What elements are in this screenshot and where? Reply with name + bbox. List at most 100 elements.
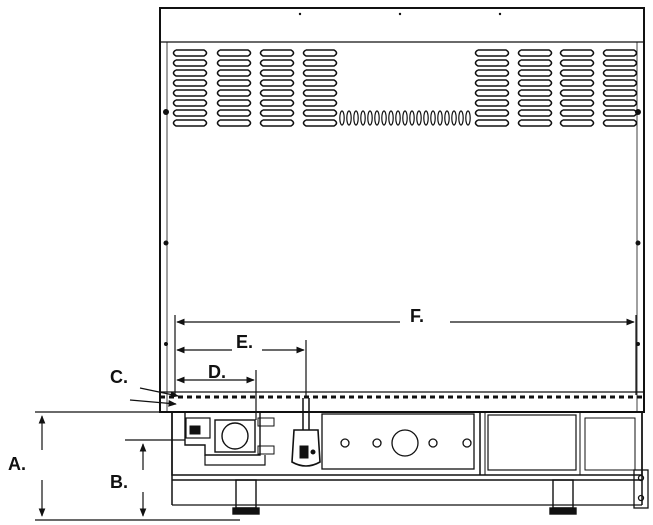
vent-slot bbox=[388, 110, 394, 126]
vent-louver bbox=[259, 119, 295, 127]
vent-louver bbox=[302, 119, 338, 127]
vent-louver bbox=[517, 69, 553, 77]
vent-louver bbox=[216, 89, 252, 97]
vent-slots-center bbox=[339, 110, 471, 126]
vent-louver bbox=[517, 99, 553, 107]
vent-louver bbox=[602, 69, 638, 77]
vent-louver bbox=[172, 59, 208, 67]
vent-slot bbox=[409, 110, 415, 126]
label-b: B. bbox=[110, 472, 128, 492]
vent-louver bbox=[216, 99, 252, 107]
vent-louver bbox=[259, 99, 295, 107]
cabinet-body bbox=[159, 7, 645, 413]
power-cord-plug bbox=[291, 398, 321, 467]
vent-louver bbox=[259, 109, 295, 117]
vent-louver bbox=[602, 79, 638, 87]
vent-louvers-right bbox=[474, 49, 638, 127]
screw-holes bbox=[163, 12, 641, 346]
vent-louver bbox=[474, 59, 510, 67]
vent-louver bbox=[602, 109, 638, 117]
label-f: F. bbox=[410, 306, 424, 326]
vent-slot bbox=[430, 110, 436, 126]
vent-louver bbox=[216, 49, 252, 57]
electrical-connector-panel bbox=[184, 412, 275, 466]
label-a: A. bbox=[8, 454, 26, 474]
vent-louver bbox=[517, 109, 553, 117]
dimension-c bbox=[129, 387, 179, 407]
vent-louver bbox=[559, 119, 595, 127]
vent-louver bbox=[172, 99, 208, 107]
vent-louver bbox=[172, 49, 208, 57]
vent-slot bbox=[437, 110, 443, 126]
base-knockouts bbox=[321, 413, 475, 470]
vent-slot bbox=[374, 110, 380, 126]
vent-louver bbox=[474, 99, 510, 107]
vent-louver bbox=[259, 59, 295, 67]
vent-louver bbox=[559, 79, 595, 87]
vent-louver bbox=[302, 99, 338, 107]
label-e: E. bbox=[236, 332, 253, 352]
vent-slot bbox=[367, 110, 373, 126]
vent-louver bbox=[302, 69, 338, 77]
vent-louver bbox=[216, 69, 252, 77]
vent-louver bbox=[517, 59, 553, 67]
vent-louver bbox=[517, 79, 553, 87]
feet bbox=[232, 479, 577, 515]
vent-louver bbox=[602, 59, 638, 67]
vent-louver bbox=[602, 49, 638, 57]
vent-louver bbox=[172, 109, 208, 117]
vent-louver bbox=[559, 99, 595, 107]
vent-louver bbox=[517, 89, 553, 97]
vent-louver bbox=[602, 89, 638, 97]
vent-slot bbox=[339, 110, 345, 126]
vent-louver bbox=[602, 119, 638, 127]
vent-louver bbox=[302, 59, 338, 67]
vent-louver bbox=[216, 109, 252, 117]
vent-louver bbox=[259, 69, 295, 77]
label-d: D. bbox=[208, 362, 226, 382]
vent-slot bbox=[402, 110, 408, 126]
dimension-f bbox=[174, 315, 637, 395]
vent-louver bbox=[259, 49, 295, 57]
vent-slot bbox=[381, 110, 387, 126]
vent-louver bbox=[474, 79, 510, 87]
side-bracket bbox=[633, 469, 649, 509]
vent-louver bbox=[172, 79, 208, 87]
vent-slot bbox=[451, 110, 457, 126]
vent-slot bbox=[465, 110, 471, 126]
vent-slot bbox=[360, 110, 366, 126]
vent-louver bbox=[172, 69, 208, 77]
dimension-a bbox=[35, 411, 240, 521]
dimension-d bbox=[176, 370, 257, 420]
vent-slot bbox=[346, 110, 352, 126]
vent-louver bbox=[517, 49, 553, 57]
vent-slot bbox=[444, 110, 450, 126]
vent-louvers-left bbox=[172, 49, 338, 127]
vent-louver bbox=[559, 59, 595, 67]
label-c: C. bbox=[110, 367, 128, 387]
vent-louver bbox=[302, 49, 338, 57]
vent-louver bbox=[474, 109, 510, 117]
vent-louver bbox=[559, 109, 595, 117]
vent-louver bbox=[559, 89, 595, 97]
vent-louver bbox=[259, 89, 295, 97]
vent-louver bbox=[302, 109, 338, 117]
vent-slot bbox=[423, 110, 429, 126]
vent-slot bbox=[458, 110, 464, 126]
vent-slot bbox=[416, 110, 422, 126]
vent-louver bbox=[474, 69, 510, 77]
dimension-b bbox=[125, 439, 185, 517]
vent-louver bbox=[602, 99, 638, 107]
vent-louver bbox=[517, 119, 553, 127]
vent-louver bbox=[559, 69, 595, 77]
vent-louver bbox=[216, 119, 252, 127]
vent-louver bbox=[216, 59, 252, 67]
vent-louver bbox=[259, 79, 295, 87]
vent-louver bbox=[474, 119, 510, 127]
vent-louver bbox=[172, 89, 208, 97]
vent-louver bbox=[172, 119, 208, 127]
vent-louver bbox=[302, 79, 338, 87]
vent-slot bbox=[395, 110, 401, 126]
vent-louver bbox=[474, 49, 510, 57]
